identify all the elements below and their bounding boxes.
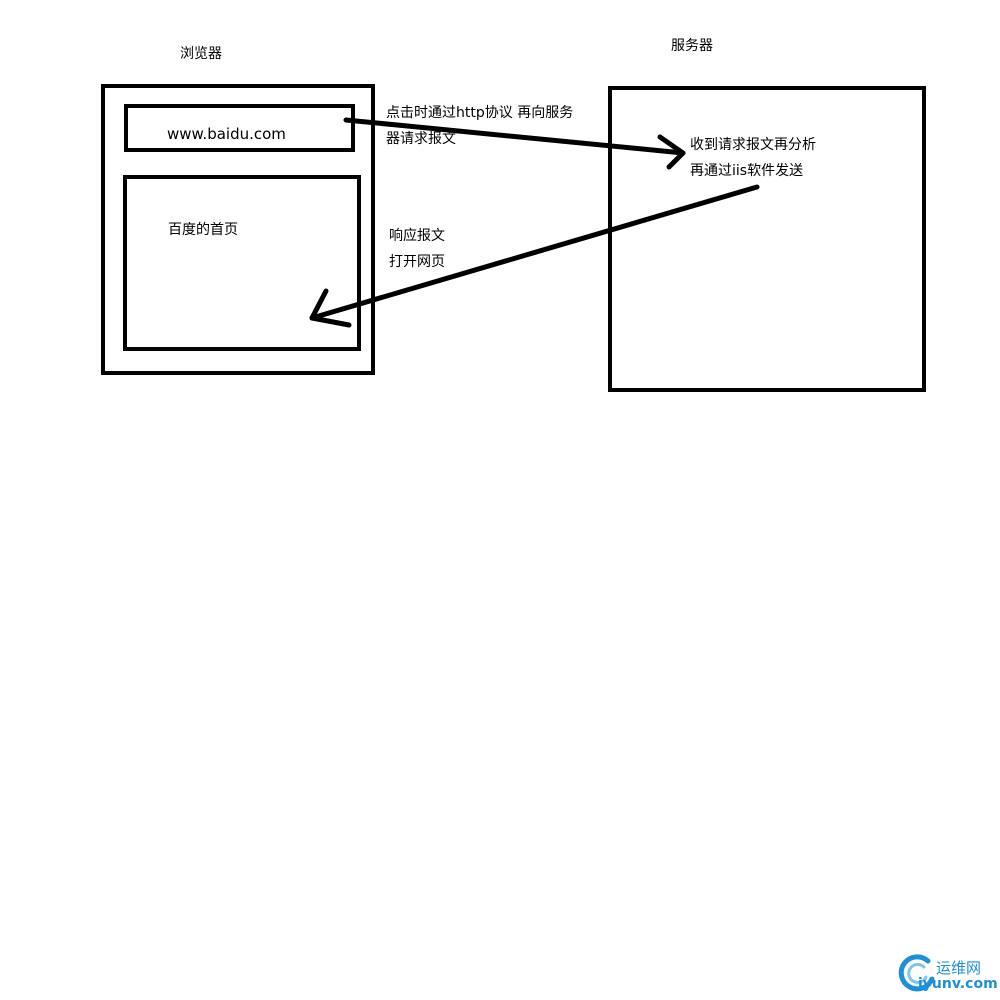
request-label-line2: 器请求报文 xyxy=(386,131,456,147)
server-title: 服务器 xyxy=(671,38,713,54)
request-label-line1: 点击时通过http协议 再向服务 xyxy=(386,105,574,121)
request-arrow xyxy=(343,117,686,170)
watermark-brand: 运维网 xyxy=(936,959,982,977)
response-label-line1: 响应报文 xyxy=(389,228,445,244)
page-content-area xyxy=(123,175,361,351)
page-content-text: 百度的首页 xyxy=(168,222,238,238)
response-arrow xyxy=(309,184,760,328)
server-note-line2: 再通过iis软件发送 xyxy=(690,163,804,179)
watermark-logo-icon xyxy=(898,954,935,992)
response-label-line2: 打开网页 xyxy=(389,254,445,270)
watermark-domain: iyunv.com xyxy=(918,976,998,992)
server-note-line1: 收到请求报文再分析 xyxy=(690,137,816,153)
server-box xyxy=(608,86,926,392)
browser-window xyxy=(101,84,375,375)
address-bar xyxy=(124,104,355,152)
address-text: www.baidu.com xyxy=(167,125,286,143)
browser-title: 浏览器 xyxy=(180,46,222,62)
